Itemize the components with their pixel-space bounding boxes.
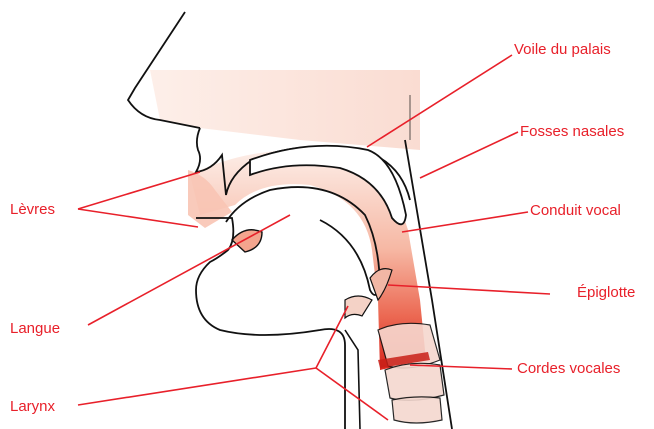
- pointer-langue: [88, 215, 290, 325]
- label-langue: Langue: [10, 320, 60, 337]
- pointer-larynx-3: [316, 368, 388, 420]
- hyoid-bone: [345, 296, 372, 318]
- label-epiglotte: Épiglotte: [577, 284, 635, 301]
- pointer-fosses: [420, 132, 518, 178]
- label-larynx: Larynx: [10, 398, 56, 415]
- pointer-levres-upper: [78, 172, 200, 209]
- pointer-conduit: [402, 212, 528, 232]
- label-voile-du-palais: Voile du palais: [514, 41, 611, 58]
- pointer-levres-lower: [78, 209, 198, 227]
- jaw-outline: [196, 218, 345, 429]
- trachea-ring: [392, 397, 442, 423]
- nasal-cavity-region: [150, 70, 420, 150]
- pointer-larynx-1: [78, 368, 316, 405]
- cricoid-cartilage: [385, 363, 444, 400]
- label-cordes-vocales: Cordes vocales: [517, 360, 620, 377]
- label-conduit-vocal: Conduit vocal: [530, 202, 621, 219]
- label-fosses-nasales: Fosses nasales: [520, 123, 624, 140]
- label-levres: Lèvres: [10, 201, 55, 218]
- larynx-front-wall: [345, 330, 360, 429]
